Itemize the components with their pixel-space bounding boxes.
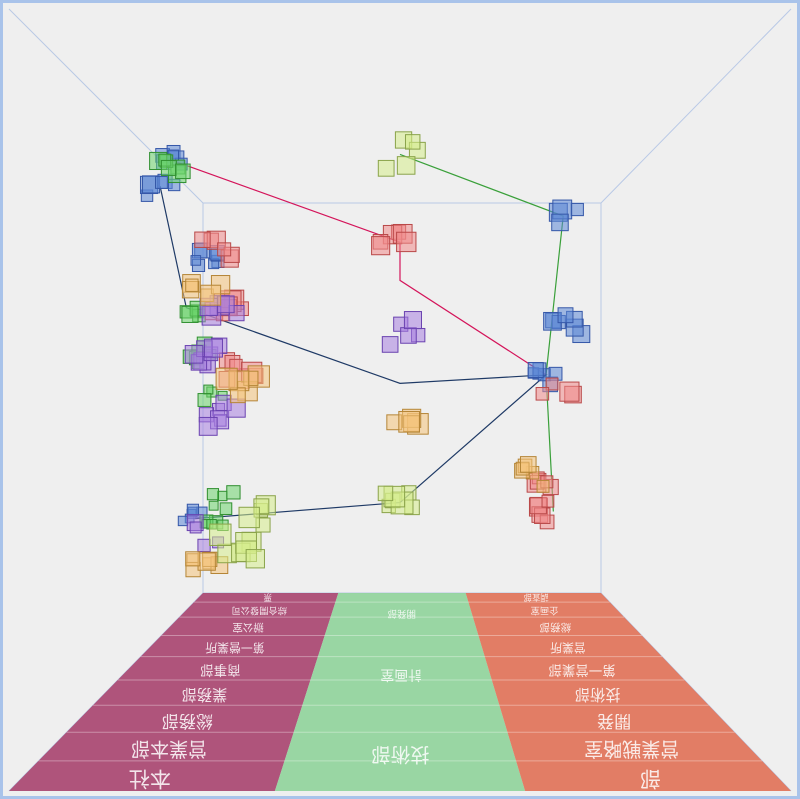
- data-point-s1-p0: [175, 163, 191, 180]
- floor-label-right: 総務部: [540, 621, 571, 634]
- floor-label-middle: 開発部: [388, 607, 416, 619]
- data-point-s4-p3: [519, 456, 537, 473]
- floor-label-left: 業務部: [182, 686, 228, 704]
- data-point-s5-p3: [404, 134, 421, 150]
- floor-column-1: [274, 593, 526, 791]
- data-point-s4-p0: [185, 278, 199, 292]
- data-point-s4-p0: [200, 284, 222, 306]
- data-point-s1-p5: [219, 502, 233, 515]
- data-point-s3-p1: [198, 416, 218, 436]
- data-point-s0-p6: [186, 503, 200, 516]
- data-point-s3-p3: [381, 336, 399, 353]
- floor-label-right: 営業所: [550, 641, 586, 655]
- link-lines: [159, 153, 564, 520]
- data-point-s1-p5: [226, 485, 241, 500]
- data-point-s5-p3: [396, 156, 416, 175]
- floor-label-right: 部: [640, 766, 661, 791]
- floor-label-left: 本社: [129, 766, 171, 791]
- floor-label-middle: 計画室: [380, 666, 422, 683]
- floor-label-left: 総務部: [162, 710, 213, 730]
- data-point-s4-p2: [398, 410, 420, 433]
- data-point-s5-p1: [238, 506, 260, 529]
- floor-label-right: 開発: [597, 710, 631, 730]
- chart-canvas: 票綜合開發公司辦公室第一營業所商事部業務部総務部営業本部本社開発部計画室技術部調…: [8, 8, 792, 791]
- data-point-s4-p4: [185, 551, 201, 567]
- floor-label-left: 綜合開發公司: [231, 604, 286, 616]
- data-point-s3-p0: [184, 345, 204, 364]
- floor-column-0: [9, 593, 339, 791]
- data-point-s0-p2: [551, 213, 569, 232]
- link-line-green: [399, 153, 564, 512]
- floor-label-right: 営業戦略室: [584, 738, 679, 760]
- floor-label-right: 第一営業部: [548, 662, 615, 679]
- data-point-s3-p3: [403, 311, 422, 330]
- data-point-s5-p0: [209, 523, 232, 546]
- data-point-s2-p3: [371, 236, 391, 256]
- data-point-s0-p6: [177, 515, 189, 527]
- data-point-s0-p1: [155, 176, 168, 189]
- floor-column-2: [465, 593, 791, 791]
- data-point-s2-p3: [396, 231, 417, 253]
- data-point-s1-p5: [208, 500, 219, 511]
- data-point-s1-p0: [160, 159, 177, 176]
- link-line-red: [173, 160, 547, 376]
- floor-label-left: 営業本部: [131, 738, 207, 760]
- data-point-s2-p4: [559, 381, 580, 402]
- data-point-s2-p4: [535, 387, 550, 401]
- data-point-s0-p2: [570, 202, 584, 217]
- data-point-s2-p4: [545, 377, 559, 391]
- floor-label-left: 辦公室: [232, 621, 263, 634]
- floor-label-right: 技術部: [575, 686, 621, 704]
- data-point-s1-p3: [197, 393, 212, 407]
- data-point-s3-p4: [197, 538, 211, 553]
- data-point-s2-p0: [194, 231, 211, 248]
- data-point-s0-p3: [527, 361, 544, 378]
- data-point-s2-p0: [217, 242, 232, 257]
- floor-plane: 票綜合開發公司辦公室第一營業所商事部業務部総務部営業本部本社開発部計画室技術部調…: [9, 593, 791, 791]
- data-point-s3-p3: [400, 327, 417, 344]
- floor-label-right: 企画室: [531, 604, 559, 616]
- data-point-s1-p3: [203, 384, 214, 395]
- data-point-s1-p1: [181, 305, 199, 323]
- floor-label-left: 第一營業所: [205, 641, 264, 655]
- floor-label-left: 商事部: [200, 662, 240, 678]
- data-point-s5-p3: [377, 159, 395, 177]
- floor-label-right: 調査部: [524, 593, 549, 603]
- data-point-s1-p5: [206, 488, 220, 501]
- data-point-s4-p3: [536, 479, 550, 493]
- data-point-s4-p1: [215, 367, 238, 390]
- data-point-s5-p2: [377, 485, 394, 502]
- data-point-s3-p0: [203, 338, 223, 358]
- room-edge-1: [600, 8, 792, 204]
- floor-label-left: 票: [264, 593, 272, 603]
- data-point-s3-p4: [189, 521, 202, 534]
- data-point-s4-p4: [197, 552, 216, 571]
- data-point-s5-p0: [245, 549, 265, 569]
- data-marks: [139, 131, 591, 578]
- data-point-s0-p5: [190, 255, 202, 266]
- data-point-s2-p5: [541, 494, 555, 508]
- data-point-s4-p1: [229, 387, 246, 404]
- data-point-s0-p4: [557, 307, 574, 324]
- floor-label-middle: 技術部: [371, 743, 429, 766]
